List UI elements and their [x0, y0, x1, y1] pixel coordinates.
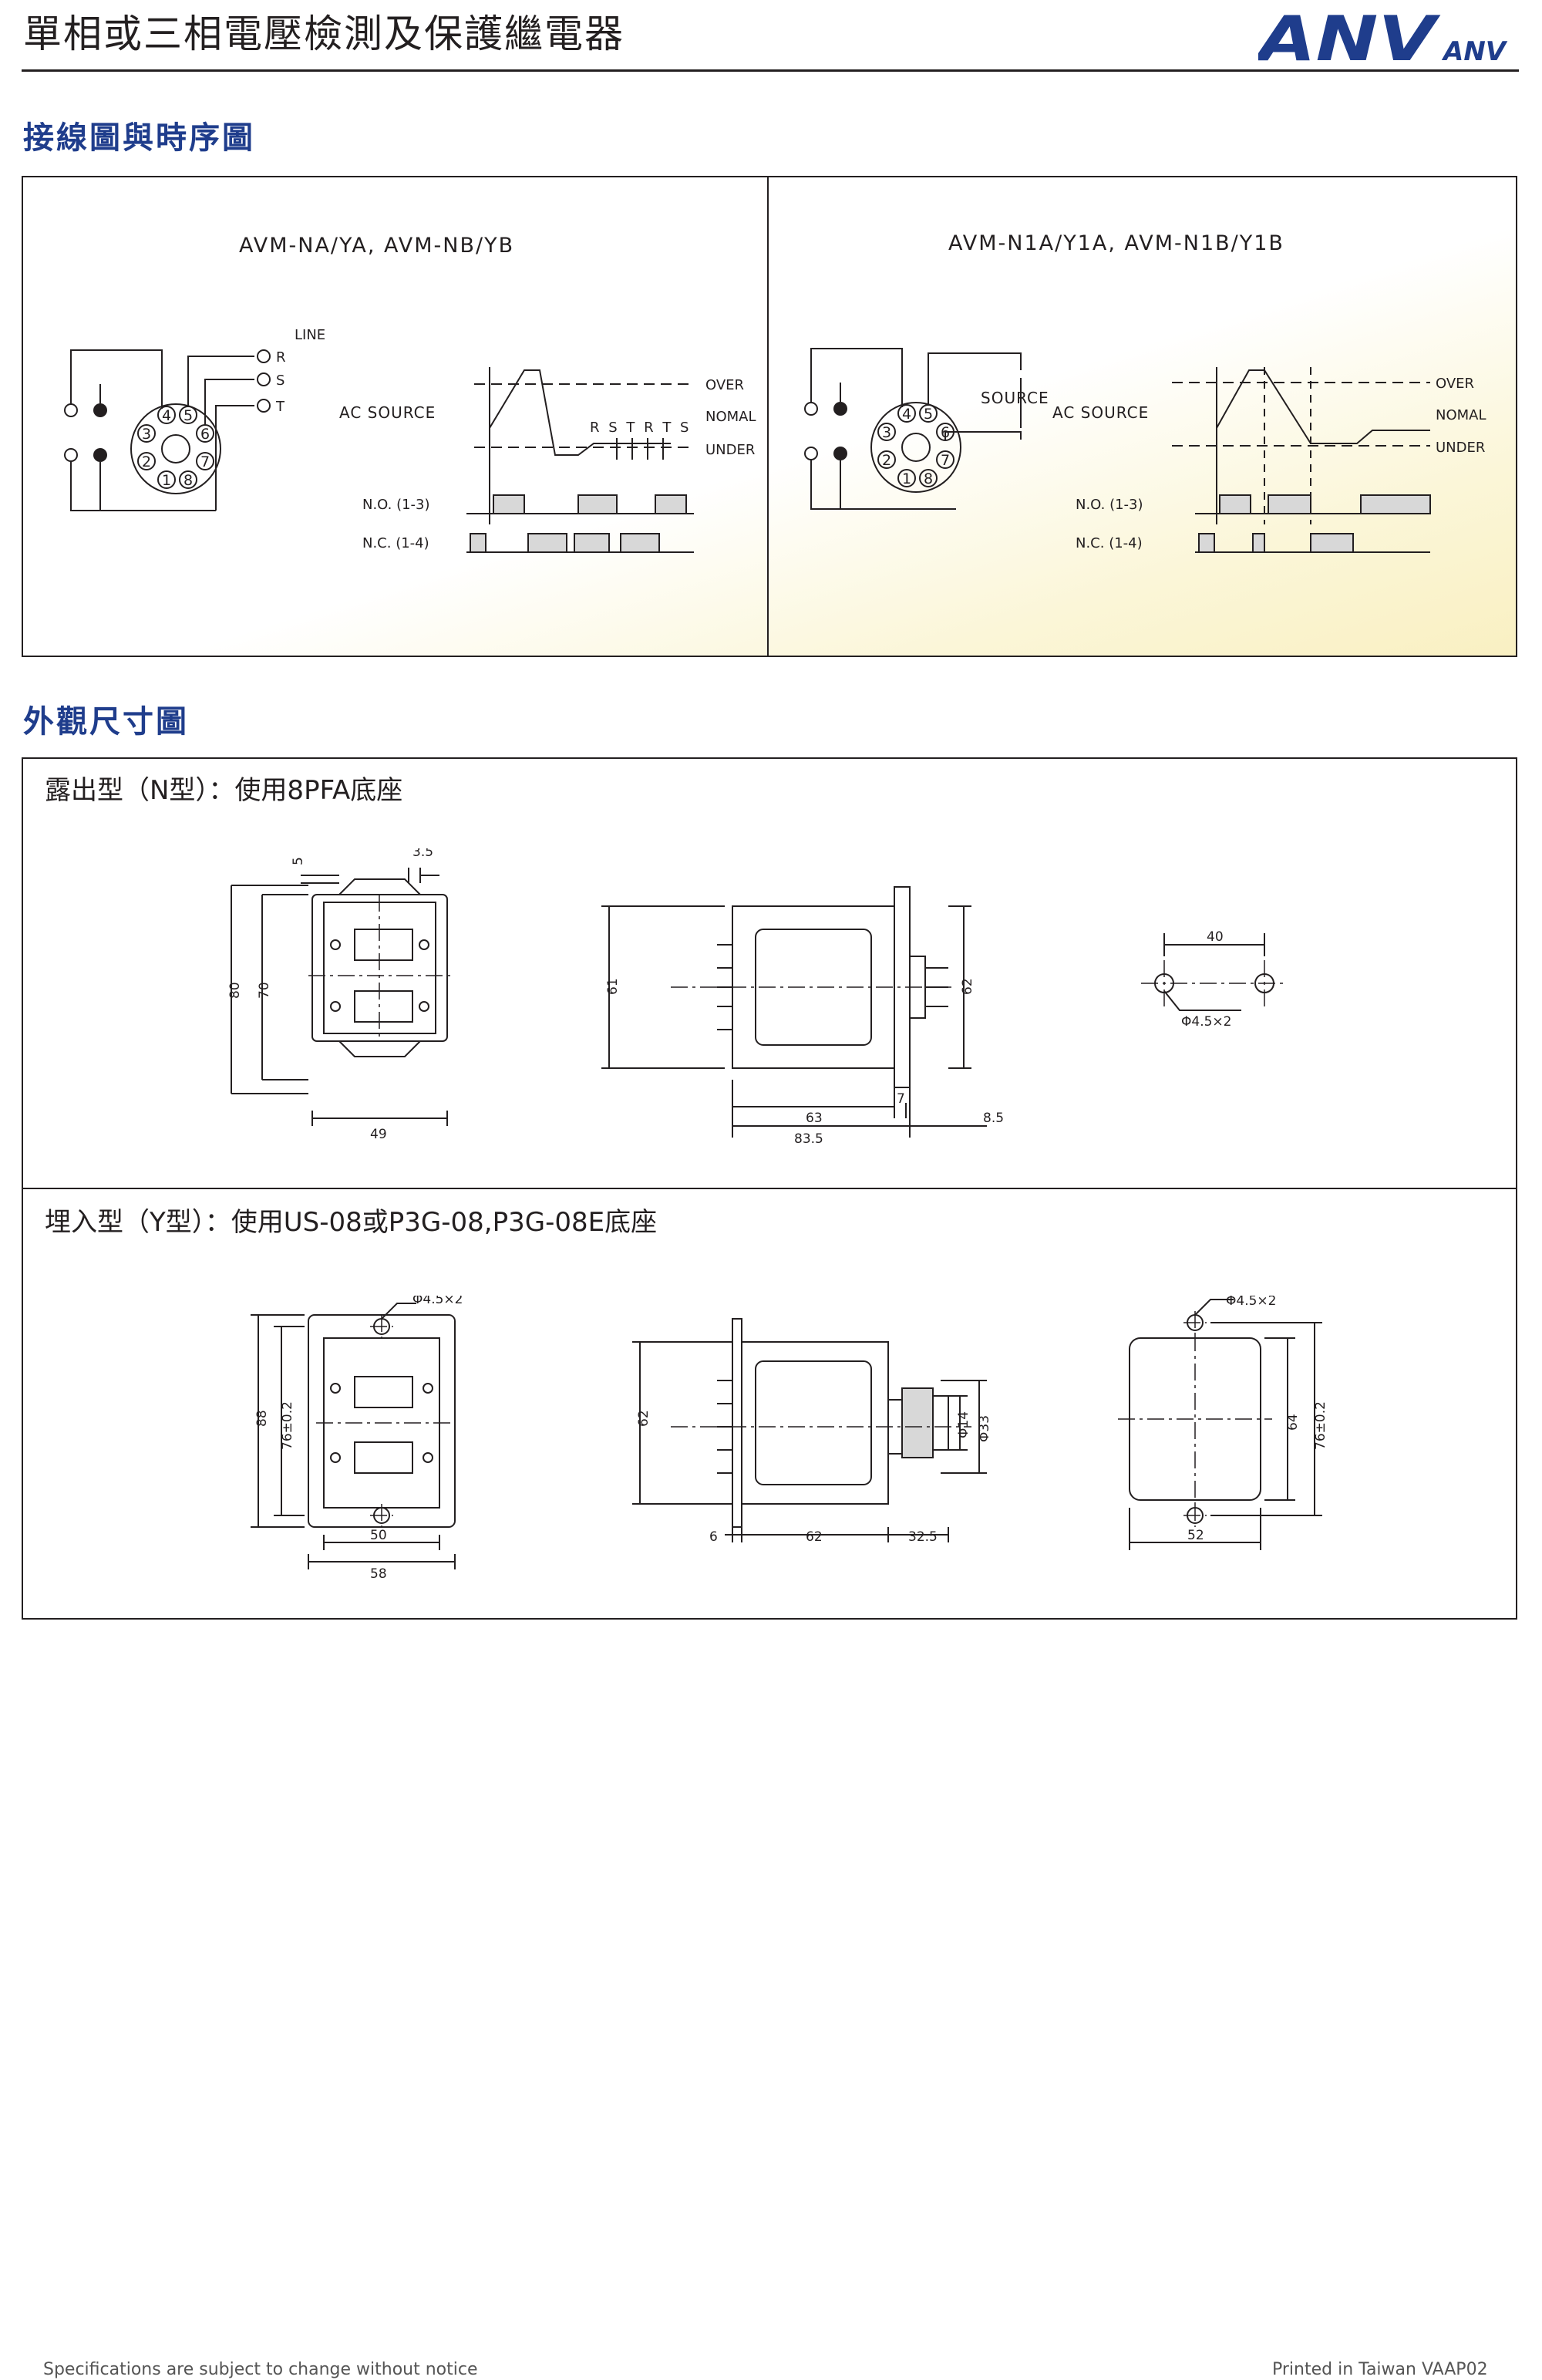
socket-outline: [130, 403, 221, 494]
footer-print-info: Printed in Taiwan VAAP02: [1272, 2360, 1488, 2379]
dim-3-5: 3.5: [412, 848, 433, 860]
dim-64: 64: [1285, 1414, 1301, 1431]
pin-label: 5: [183, 407, 193, 424]
page-title: 單相或三相電壓檢測及保護繼電器: [23, 12, 625, 56]
dim-61: 61: [605, 978, 621, 995]
pin-label: 8: [924, 470, 933, 487]
pin-label: 4: [162, 407, 171, 424]
contact-terminal: [93, 403, 107, 417]
n-type-label: 露出型（N型）：使用8PFA底座: [45, 775, 403, 806]
right-wiring-diagram: 4 5 3 6 2 7 1 8 SOURCE AC SOURCE OVER NO…: [804, 348, 1486, 553]
left-model-label: AVM-NA/YA, AVM-NB/YB: [239, 234, 515, 258]
logo-subtext: ANV: [1441, 36, 1508, 66]
dim-62-horizontal: 62: [806, 1529, 823, 1545]
wiring-section-title: 接線圖與時序圖: [23, 120, 255, 156]
contact-terminal: [64, 403, 78, 417]
line-label: LINE: [295, 327, 325, 343]
y-type-side-view: 62 Φ14 Φ33 6 62 32.5: [632, 1318, 992, 1545]
pin-label: 2: [882, 452, 891, 469]
nc-contact-label: N.C. (1-4): [362, 535, 429, 551]
wiring-panel: [22, 176, 1517, 657]
level-nomal: NOMAL: [705, 409, 756, 425]
phase-s-label: S: [276, 373, 284, 389]
level-under: UNDER: [705, 442, 755, 458]
socket-key: [161, 434, 190, 464]
pin-label: 7: [200, 453, 210, 470]
pin-label: 3: [142, 426, 151, 443]
pin-label: 1: [902, 470, 911, 487]
dimensions-panel-divider: [22, 1188, 1517, 1189]
socket-key: [901, 433, 931, 462]
left-wiring-diagram: 4 5 3 6 2 7 1 8 LINE R S T AC SOURCE R S…: [64, 327, 756, 553]
dim-32-5: 32.5: [908, 1529, 938, 1545]
pin-label: 3: [882, 424, 891, 441]
dim-80: 80: [227, 982, 243, 999]
logo-text: ANV: [1258, 11, 1441, 66]
anv-logo: ANV ANV: [1258, 11, 1508, 66]
pin-label: 6: [200, 426, 210, 443]
contact-terminal: [64, 448, 78, 462]
contact-terminal: [93, 448, 107, 462]
no-contact-label: N.O. (1-3): [362, 497, 430, 513]
wiring-panel-divider: [767, 176, 769, 657]
dim-62: 62: [960, 978, 975, 995]
y-type-label: 埋入型（Y型）：使用US-08或P3G-08,P3G-08E底座: [45, 1207, 658, 1238]
ac-source-label: AC SOURCE: [1052, 403, 1149, 422]
dim-6: 6: [709, 1529, 718, 1545]
dimensions-section-title: 外觀尺寸圖: [23, 704, 189, 740]
dim-phi-33: Φ33: [977, 1415, 992, 1442]
nc-contact-label: N.C. (1-4): [1076, 535, 1143, 551]
pin-label: 4: [902, 406, 911, 423]
dim-40: 40: [1207, 929, 1224, 945]
right-model-label: AVM-N1A/Y1A, AVM-N1B/Y1B: [948, 231, 1284, 255]
dim-52: 52: [1187, 1528, 1204, 1543]
dim-76: 76±0.2: [280, 1401, 295, 1450]
dim-62-vertical: 62: [636, 1410, 651, 1427]
dim-50: 50: [370, 1528, 387, 1543]
pin-label: 8: [183, 472, 193, 489]
header-rule: [22, 69, 1519, 72]
hole-spec: Φ4.5×2: [1181, 1014, 1231, 1030]
footer-disclaimer: Specifications are subject to change wit…: [43, 2360, 478, 2379]
hole-spec: Φ4.5×2: [412, 1296, 463, 1307]
contact-terminal: [833, 447, 847, 460]
socket-outline: [870, 402, 961, 493]
dim-5: 5: [291, 857, 306, 865]
dim-88: 88: [254, 1410, 270, 1427]
dim-7: 7: [897, 1091, 905, 1107]
dim-8-5: 8.5: [983, 1111, 1004, 1126]
dim-49: 49: [370, 1127, 387, 1141]
level-over: OVER: [1436, 376, 1474, 392]
contact-terminal: [833, 402, 847, 416]
n-type-mounting-holes: 40 Φ4.5×2: [1141, 929, 1288, 1030]
ac-source-label: AC SOURCE: [339, 403, 436, 422]
contact-terminal: [804, 447, 818, 460]
dim-58: 58: [370, 1566, 387, 1582]
n-type-front-view: 3.5 5 80 70 49: [227, 848, 451, 1141]
hole-spec: Φ4.5×2: [1226, 1296, 1276, 1309]
level-nomal: NOMAL: [1436, 407, 1486, 423]
pin-label: 2: [142, 453, 151, 470]
level-over: OVER: [705, 377, 744, 393]
level-under: UNDER: [1436, 440, 1485, 456]
dim-phi-14: Φ14: [956, 1411, 971, 1438]
pin-label: 1: [162, 472, 171, 489]
dim-70: 70: [257, 982, 272, 999]
n-type-side-view: 61 62 7 63 8.5 83.5: [601, 886, 1004, 1147]
y-type-front-view: Φ4.5×2 88 76±0.2 50 58: [251, 1296, 463, 1582]
pin-label: 7: [941, 452, 950, 469]
sequence-label: R S T R T S: [590, 420, 691, 436]
dim-63: 63: [806, 1111, 823, 1126]
pin-label: 5: [924, 406, 933, 423]
phase-r-label: R: [276, 349, 286, 366]
no-contact-label: N.O. (1-3): [1076, 497, 1143, 513]
y-type-panel-cutout: Φ4.5×2 64 76±0.2 52: [1118, 1296, 1328, 1550]
dim-83-5: 83.5: [794, 1131, 823, 1147]
dim-76: 76±0.2: [1313, 1401, 1328, 1450]
contact-terminal: [804, 402, 818, 416]
phase-t-label: T: [275, 399, 285, 415]
source-label: SOURCE: [981, 389, 1049, 407]
